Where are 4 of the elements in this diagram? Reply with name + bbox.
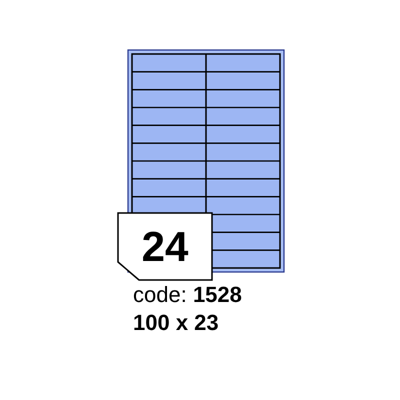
- code-label: code: 1528: [133, 282, 242, 308]
- count-badge: [117, 212, 213, 281]
- count-number: 24: [142, 226, 188, 268]
- size-label: 100 x 23: [133, 310, 220, 336]
